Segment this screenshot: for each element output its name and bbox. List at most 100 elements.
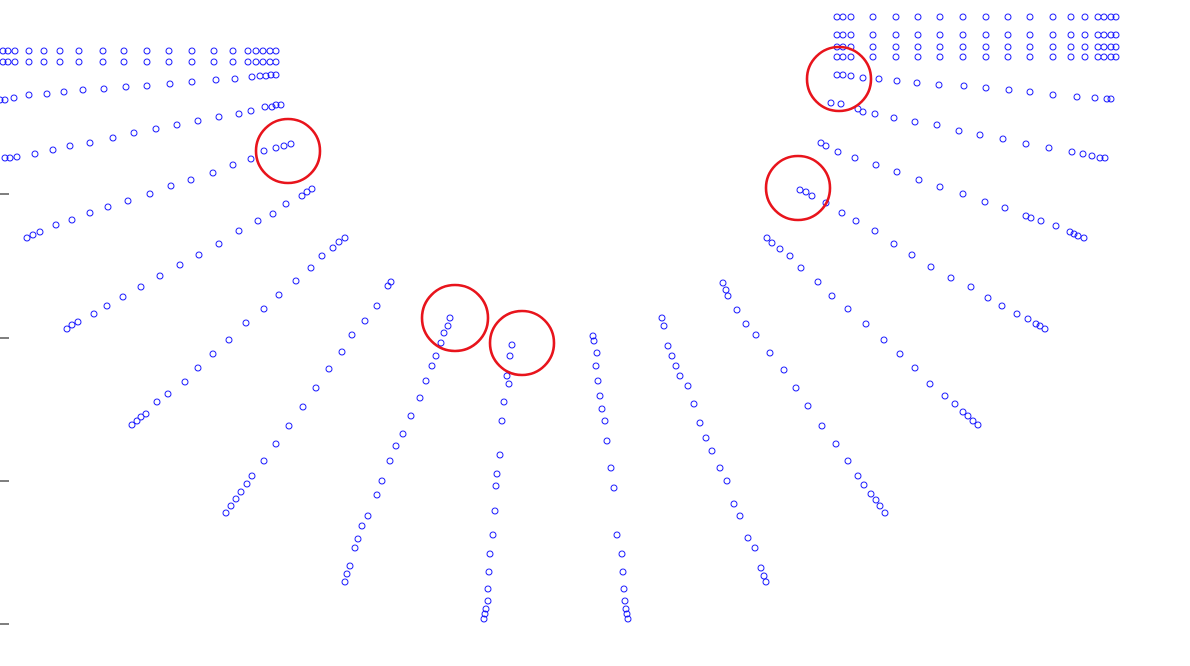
data-point (373, 491, 381, 499)
data-point (364, 512, 372, 520)
data-point (1004, 53, 1012, 61)
data-point (1100, 53, 1108, 61)
data-point (348, 331, 356, 339)
data-point (229, 47, 237, 55)
data-point (235, 227, 243, 235)
series-5 (719, 279, 889, 517)
data-point (173, 121, 181, 129)
data-point (837, 100, 845, 108)
highlight-circle-3 (764, 154, 832, 222)
data-point (244, 58, 252, 66)
data-point (1, 96, 9, 104)
data-point (307, 264, 315, 272)
data-point (259, 47, 267, 55)
data-point (702, 434, 710, 442)
data-point (248, 472, 256, 480)
data-point (259, 58, 267, 66)
data-point (1068, 148, 1076, 156)
data-point (272, 47, 280, 55)
data-point (854, 472, 862, 480)
data-point (1004, 31, 1012, 39)
data-point (607, 464, 615, 472)
data-point (428, 362, 436, 370)
data-point (188, 58, 196, 66)
data-point (358, 522, 366, 530)
series-2 (341, 314, 454, 586)
data-point (153, 398, 161, 406)
data-point (847, 13, 855, 21)
data-point (892, 31, 900, 39)
data-point (194, 364, 202, 372)
data-point (881, 509, 889, 517)
data-point (130, 129, 138, 137)
data-point (100, 85, 108, 93)
data-point (232, 495, 240, 503)
data-point (298, 192, 306, 200)
data-point (75, 47, 83, 55)
data-point (1, 154, 9, 162)
data-point (1074, 232, 1082, 240)
data-point (272, 144, 280, 152)
data-point (79, 86, 87, 94)
data-point (40, 58, 48, 66)
data-point (869, 53, 877, 61)
data-point (489, 531, 497, 539)
data-point (1024, 315, 1032, 323)
data-point (1107, 13, 1115, 21)
data-point (936, 31, 944, 39)
data-point (209, 350, 217, 358)
data-point (86, 209, 94, 217)
data-point (481, 610, 489, 618)
data-point (146, 190, 154, 198)
data-point (280, 142, 288, 150)
data-point (210, 58, 218, 66)
data-point (1100, 31, 1108, 39)
series-1 (589, 332, 632, 623)
data-point (176, 261, 184, 269)
data-point (736, 512, 744, 520)
data-point (593, 349, 601, 357)
data-point (822, 142, 830, 150)
data-point (951, 400, 959, 408)
data-point (594, 377, 602, 385)
data-point (1049, 43, 1057, 51)
data-point (967, 283, 975, 291)
data-point (119, 293, 127, 301)
highlight-circle-4 (805, 45, 873, 113)
data-point (999, 135, 1007, 143)
data-point (99, 58, 107, 66)
data-point (818, 422, 826, 430)
data-point (338, 348, 346, 356)
data-point (875, 75, 883, 83)
data-point (225, 336, 233, 344)
data-point (959, 31, 967, 39)
data-point (834, 148, 842, 156)
data-point (254, 217, 262, 225)
data-point (730, 500, 738, 508)
data-point (432, 352, 440, 360)
data-point (416, 394, 424, 402)
data-point (482, 605, 490, 613)
data-point (215, 113, 223, 121)
data-point (1052, 222, 1060, 230)
data-point (248, 73, 256, 81)
series-20 (833, 31, 1120, 39)
data-point (143, 58, 151, 66)
data-point (893, 168, 901, 176)
data-point (1005, 86, 1013, 94)
data-point (832, 440, 840, 448)
data-point (969, 417, 977, 425)
data-point (839, 53, 847, 61)
data-point (760, 572, 768, 580)
data-point (260, 147, 268, 155)
data-point (282, 200, 290, 208)
data-point (137, 283, 145, 291)
data-point (164, 390, 172, 398)
data-point (1081, 53, 1089, 61)
data-point (351, 544, 359, 552)
data-point (664, 342, 672, 350)
highlight-circle-1 (488, 309, 556, 377)
series-17 (0, 47, 280, 55)
data-point (620, 585, 628, 593)
data-point (244, 47, 252, 55)
